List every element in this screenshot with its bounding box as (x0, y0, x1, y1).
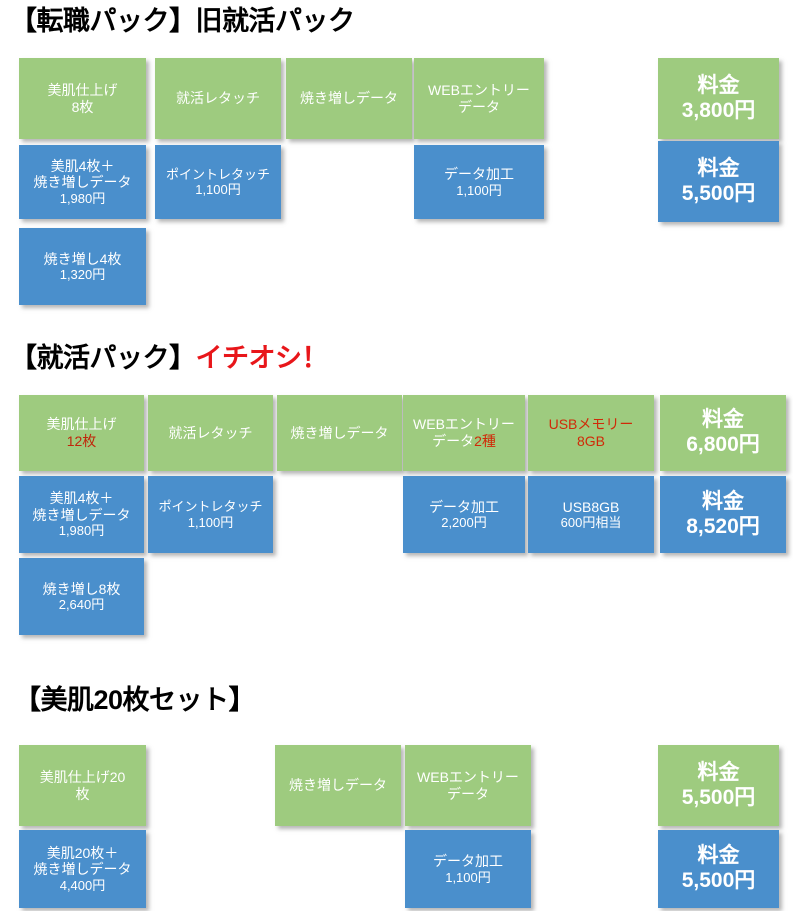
box-line: 美肌仕上げ (46, 416, 117, 433)
price-amount: 8,520円 (686, 514, 760, 538)
box-line: WEBエントリー (428, 81, 530, 98)
box-price-line: 4,400円 (59, 877, 106, 893)
box-line-mixed: データ2種 (407, 433, 521, 450)
box-price-line: 1,100円 (187, 514, 234, 530)
price-label: 料金 (702, 489, 744, 513)
box-line: 焼き増しデータ (290, 424, 389, 441)
section-heading-biihada-20-set: 【美肌20枚セット】 (14, 685, 256, 715)
box-price-blue-2[interactable]: 料金 8,520円 (660, 476, 786, 553)
box-point-retouch-2[interactable]: ポイントレタッチ 1,100円 (148, 476, 273, 553)
box-line: 焼き増しデータ (289, 777, 387, 794)
box-line: ポイントレタッチ (165, 166, 270, 182)
box-web-entry-data-2shu[interactable]: WEBエントリー データ2種 (403, 395, 525, 471)
box-line: USB8GB (562, 498, 620, 515)
box-line: 就活レタッチ (168, 424, 253, 441)
box-line-plain: データ2種 (432, 433, 496, 449)
box-price-green-3[interactable]: 料金 5,500円 (658, 745, 779, 826)
box-line: 美肌仕上げ20 (39, 768, 126, 785)
box-line: 就活レタッチ (176, 90, 260, 107)
box-price-green-2[interactable]: 料金 6,800円 (660, 395, 786, 471)
box-yakimashi-4[interactable]: 焼き増し4枚 1,320円 (19, 228, 146, 305)
box-price-blue-3[interactable]: 料金 5,500円 (658, 830, 779, 908)
heading-accent-text: イチオシ！ (195, 343, 329, 373)
box-line: 美肌仕上げ (47, 81, 118, 98)
box-price-line: 1,100円 (195, 182, 241, 197)
box-line: データ (458, 98, 500, 115)
box-price-line: 2,200円 (441, 515, 487, 531)
section-heading-shukatsu-pack: 【就活パック】イチオシ！ (10, 345, 328, 372)
box-line: 焼き増し8枚 (42, 580, 121, 597)
price-amount: 3,800円 (681, 98, 756, 122)
box-line: 枚 (75, 785, 90, 802)
box-price-line: 1,980円 (59, 190, 106, 206)
box-web-entry-data-3[interactable]: WEBエントリー データ (405, 745, 531, 826)
box-line: 美肌4枚＋ (49, 490, 114, 507)
box-line-accent: 2種 (474, 433, 496, 449)
box-point-retouch-1[interactable]: ポイントレタッチ 1,100円 (155, 145, 281, 219)
section-heading-tenshoku-pack: 【転職パック】旧就活パック (10, 8, 355, 35)
box-web-entry-data-1[interactable]: WEBエントリー データ (414, 58, 544, 139)
box-line: 焼き増しデータ (32, 506, 131, 523)
price-amount: 5,500円 (681, 181, 756, 205)
box-shukatsu-retouch-1[interactable]: 就活レタッチ (155, 58, 281, 139)
box-line: 焼き増し4枚 (43, 250, 122, 267)
box-biihada-finish-8[interactable]: 美肌仕上げ 8枚 (19, 58, 146, 139)
box-yakimashi-data-1[interactable]: 焼き増しデータ (286, 58, 412, 139)
box-line: 美肌20枚＋ (46, 844, 119, 861)
box-price-line: 1,320円 (59, 267, 106, 283)
box-line: 美肌4枚＋ (50, 157, 115, 174)
price-amount: 6,800円 (686, 433, 760, 456)
box-line: WEBエントリー (413, 416, 515, 433)
box-usb-memory-8gb[interactable]: USBメモリー 8GB (528, 395, 654, 471)
box-shukatsu-retouch-2[interactable]: 就活レタッチ (148, 395, 273, 471)
box-line: 焼き増しデータ (300, 90, 398, 107)
box-price-line: 1,100円 (456, 182, 502, 198)
box-line: ポイントレタッチ (158, 499, 263, 515)
price-label: 料金 (697, 844, 740, 868)
box-line: データ加工 (429, 498, 499, 515)
box-line: WEBエントリー (417, 768, 519, 785)
price-label: 料金 (697, 760, 740, 784)
box-biihada-finish-20[interactable]: 美肌仕上げ20 枚 (19, 745, 146, 826)
box-biihada-20-plus-yakimashi[interactable]: 美肌20枚＋ 焼き増しデータ 4,400円 (19, 830, 146, 908)
box-line: データ加工 (433, 853, 503, 870)
box-data-kakou-2[interactable]: データ加工 2,200円 (403, 476, 525, 553)
price-label: 料金 (697, 73, 740, 97)
heading-main-text: 【就活パック】 (10, 343, 196, 373)
heading-main-text: 【美肌20枚セット】 (14, 685, 256, 715)
price-amount: 5,500円 (681, 869, 756, 892)
box-line: 焼き増しデータ (33, 861, 132, 878)
price-label: 料金 (697, 156, 740, 180)
box-line: 焼き増しデータ (33, 174, 132, 191)
box-price-blue-1[interactable]: 料金 5,500円 (658, 141, 779, 222)
box-data-kakou-1[interactable]: データ加工 1,100円 (414, 145, 544, 219)
box-line: データ加工 (444, 166, 514, 183)
box-line: データ (447, 785, 489, 802)
box-price-line: 1,100円 (445, 869, 491, 885)
box-biihada-finish-12[interactable]: 美肌仕上げ 12枚 (19, 395, 144, 471)
box-price-line: 1,980円 (58, 523, 105, 539)
box-biihada-4-plus-yakimashi-2[interactable]: 美肌4枚＋ 焼き増しデータ 1,980円 (19, 476, 144, 553)
box-line: 8枚 (71, 98, 94, 115)
box-biihada-4-plus-yakimashi-1[interactable]: 美肌4枚＋ 焼き増しデータ 1,980円 (19, 145, 146, 219)
price-amount: 5,500円 (681, 785, 756, 809)
price-label: 料金 (702, 408, 744, 432)
box-line-accent: 12枚 (66, 433, 97, 449)
box-price-line: 2,640円 (58, 597, 105, 613)
box-yakimashi-8[interactable]: 焼き増し8枚 2,640円 (19, 558, 144, 635)
heading-main-text: 【転職パック】旧就活パック (10, 6, 355, 36)
box-line-accent: 8GB (576, 433, 605, 449)
box-usb-8gb-value[interactable]: USB8GB 600円相当 (528, 476, 654, 553)
box-data-kakou-3[interactable]: データ加工 1,100円 (405, 830, 531, 908)
box-yakimashi-data-3[interactable]: 焼き増しデータ (275, 745, 401, 826)
box-price-green-1[interactable]: 料金 3,800円 (658, 58, 779, 139)
box-yakimashi-data-2[interactable]: 焼き増しデータ (277, 395, 402, 471)
box-price-line: 600円相当 (560, 515, 622, 531)
box-line-accent: USBメモリー (548, 416, 634, 433)
